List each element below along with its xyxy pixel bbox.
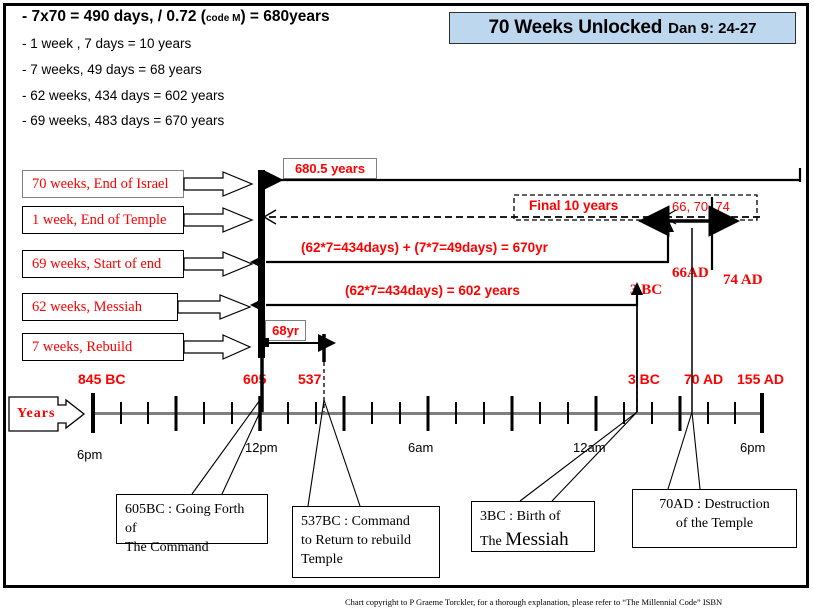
years-label: Years [17, 406, 56, 421]
label-text: 7 weeks, Rebuild [32, 338, 133, 355]
axis-year-70ad: 70 AD [684, 371, 724, 387]
timeline-axis [92, 412, 762, 415]
span-label-text: 68yr [272, 323, 299, 338]
span-label-670yr: (62*7=434days) + (7*7=49days) = 670yr [301, 240, 548, 255]
vertical-bar-605bc [258, 170, 265, 358]
formula-line-2: - 1 week , 7 days = 10 years [22, 36, 192, 51]
page-title: 70 Weeks Unlocked [488, 17, 663, 38]
callout-line: The Messiah [480, 527, 586, 553]
span-label-final-10-years: Final 10 years [529, 198, 619, 213]
label-70-weeks-end-of-israel: 70 weeks, End of Israel [22, 170, 184, 198]
axis-time-6pm-right: 6pm [740, 440, 766, 455]
event-marker-3bc: 3 BC [630, 282, 663, 298]
formula-line-1: - 7x70 = 490 days, / 0.72 (code M) = 680… [22, 8, 330, 26]
span-label-680-years: 680.5 years [283, 158, 377, 179]
formula-1-part-b: ) = 680years [240, 8, 330, 25]
formula-1-code: code M [205, 13, 241, 24]
axis-time-12pm: 12pm [245, 440, 278, 455]
callout-line-pre: The [480, 533, 506, 549]
callout-line: of the Temple [675, 515, 754, 531]
span-label-text: 680.5 years [294, 161, 366, 176]
label-text: 1 week, End of Temple [32, 211, 167, 228]
axis-time-6pm-left: 6pm [77, 447, 103, 462]
chart-border [3, 3, 809, 588]
event-marker-74ad: 74 AD [723, 272, 763, 288]
axis-time-6am: 6am [408, 440, 434, 455]
label-62-weeks-messiah: 62 weeks, Messiah [22, 293, 178, 321]
axis-year-155ad: 155 AD [737, 371, 784, 387]
callout-70ad: 70AD : Destruction of the Temple [632, 489, 797, 548]
formula-1-part-a: - 7x70 = 490 days, / 0.72 ( [22, 8, 206, 25]
formula-line-5: - 69 weeks, 483 days = 670 years [22, 113, 225, 128]
label-69-weeks-start-of-end: 69 weeks, Start of end [22, 250, 184, 278]
event-marker-66ad: 66AD [672, 265, 709, 281]
callout-line-emphasis: Messiah [505, 528, 569, 550]
callout-line: to Return to rebuild [301, 532, 412, 548]
span-label-66-70-74: 66, 70, 74 [672, 199, 730, 214]
formula-line-3: - 7 weeks, 49 days = 68 years [22, 62, 202, 77]
span-label-602-years: (62*7=434days) = 602 years [345, 283, 520, 298]
callout-line: 3BC : Birth of [480, 509, 561, 524]
label-text: 69 weeks, Start of end [32, 255, 162, 272]
axis-year-605: 605 [243, 371, 267, 387]
callout-605bc: 605BC : Going Forth of The Command [116, 494, 268, 555]
axis-year-537: 537 [298, 371, 322, 387]
callout-line: The Command [125, 539, 209, 555]
callout-3bc: 3BC : Birth of The Messiah [471, 501, 595, 552]
callout-line: 70AD : Destruction [659, 497, 770, 512]
label-7-weeks-rebuild: 7 weeks, Rebuild [22, 333, 184, 361]
chart-title-box: 70 Weeks Unlocked Dan 9: 24-27 [449, 12, 796, 44]
years-callout: Years [8, 396, 86, 432]
axis-year-845bc: 845 BC [78, 371, 126, 387]
label-text: 70 weeks, End of Israel [32, 175, 169, 192]
copyright-footer: Chart copyright to P Graeme Torckler, fo… [345, 597, 723, 607]
span-label-68yr: 68yr [265, 320, 306, 341]
callout-line: 605BC : Going Forth of [125, 502, 245, 536]
page-title-reference: Dan 9: 24-27 [668, 19, 757, 37]
callout-537bc: 537BC : Command to Return to rebuild Tem… [292, 506, 440, 578]
axis-year-3bc: 3 BC [628, 371, 660, 387]
formula-line-4: - 62 weeks, 434 days = 602 years [22, 88, 225, 103]
callout-line: 537BC : Command [301, 514, 410, 529]
axis-time-12am: 12am [573, 440, 606, 455]
label-1-week-end-of-temple: 1 week, End of Temple [22, 206, 184, 234]
callout-line: Temple [301, 551, 343, 567]
label-text: 62 weeks, Messiah [32, 298, 142, 315]
